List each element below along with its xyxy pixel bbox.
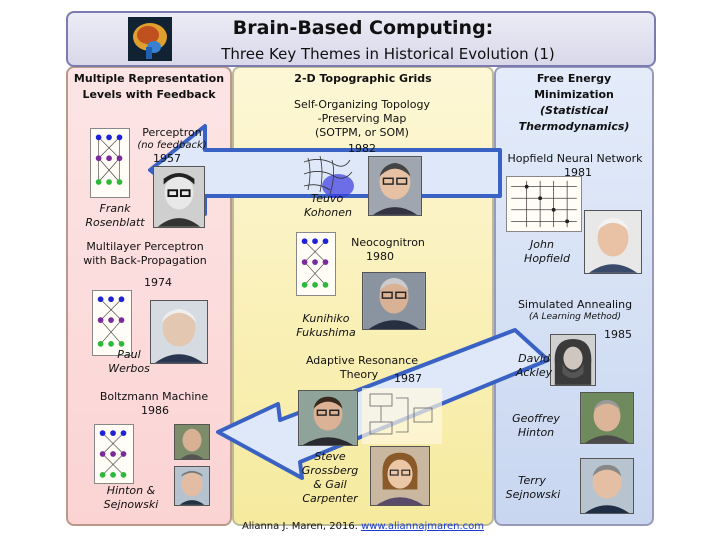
hinton-sejnowski-line2: Sejnowski [103, 498, 159, 511]
kohonen-name-line2: Kohonen [304, 206, 352, 219]
hopfield-net-year: 1981 [564, 166, 592, 179]
rosenblatt-name-line1: Frank [99, 202, 131, 215]
boltzmann-line1: Boltzmann Machine [99, 390, 209, 403]
som-year: 1982 [348, 142, 376, 155]
hinton-small-photo [174, 424, 210, 460]
hopfield-network-icon [506, 176, 582, 232]
hopfield-name-line1: John [530, 238, 554, 251]
ackley-photo [550, 334, 596, 386]
footer-credit: Alianna J. Maren, 2016. www.aliannajmare… [232, 521, 494, 532]
fukushima-photo [362, 272, 426, 330]
hinton-sejnowski-line1: Hinton & [106, 484, 156, 497]
annealing-year: 1985 [604, 328, 632, 341]
fukushima-name-line1: Kunihiko [302, 312, 350, 325]
boltzmann-line2: 1986 [141, 404, 169, 417]
geoffrey-hinton-name-line2: Hinton [517, 426, 555, 439]
hopfield-net-label: Hopfield Neural Network [507, 152, 643, 165]
middle-heading: 2-D Topographic Grids [294, 72, 432, 85]
grossberg-photo [298, 390, 358, 446]
art-line1: Adaptive Resonance [305, 354, 419, 367]
art-line2: Theory [339, 368, 379, 381]
ackley-name-line1: David [518, 352, 550, 365]
neocognitron-network-icon [296, 232, 336, 296]
neocognitron-year: 1980 [366, 250, 394, 263]
som-line2: -Preserving Map [317, 112, 407, 125]
geoffrey-hinton-photo [580, 392, 634, 444]
grossberg-carpenter-line3: & Gail [313, 478, 347, 491]
perceptron-label: Perceptron [142, 126, 202, 139]
werbos-photo [150, 300, 208, 364]
footer-website-link[interactable]: www.aliannajmaren.com [361, 521, 485, 532]
right-heading-line3: (Statistical [540, 104, 608, 117]
right-heading-line4: Thermodynamics) [518, 120, 630, 133]
mlp-line2: with Back-Propagation [83, 254, 207, 267]
left-heading-line1: Multiple Representation [73, 72, 225, 85]
neocognitron-label: Neocognitron [351, 236, 425, 249]
carpenter-photo [370, 446, 430, 506]
mlp-network-icon [92, 290, 132, 356]
hopfield-name-line2: Hopfield [524, 252, 570, 265]
werbos-name-line2: Werbos [108, 362, 150, 375]
art-diagram-icon [362, 388, 442, 444]
left-heading-line2: Levels with Feedback [82, 88, 216, 101]
page-title: Brain-Based Computing: [232, 17, 494, 39]
perceptron-network-icon [90, 128, 130, 198]
perceptron-note: (no feedback) [137, 140, 207, 151]
title-banner: Brain-Based Computing: Three Key Themes … [66, 11, 656, 67]
ackley-name-line2: Ackley [515, 366, 553, 379]
sejnowski-small-photo [174, 466, 210, 506]
kohonen-photo [368, 156, 422, 216]
som-grid-icon [303, 155, 354, 198]
boltzmann-network-icon [94, 424, 134, 484]
kohonen-name-line1: Teuvo [310, 192, 344, 205]
mlp-line1: Multilayer Perceptron [86, 240, 204, 253]
som-line1: Self-Organizing Topology [294, 98, 430, 111]
right-heading-line2: Minimization [534, 88, 614, 101]
hopfield-photo [584, 210, 642, 274]
grossberg-carpenter-line4: Carpenter [302, 492, 358, 505]
geoffrey-hinton-name-line1: Geoffrey [512, 412, 560, 425]
footer-credit-text: Alianna J. Maren, 2016. [241, 521, 358, 532]
terry-sejnowski-name-line2: Sejnowski [505, 488, 561, 501]
art-year: 1987 [394, 372, 422, 385]
terry-sejnowski-name-line1: Terry [518, 474, 546, 487]
annealing-note: (A Learning Method) [528, 312, 622, 322]
perceptron-year: 1957 [153, 152, 181, 165]
brain-scan-icon [128, 17, 172, 61]
mlp-year: 1974 [144, 276, 172, 289]
fukushima-name-line2: Fukushima [296, 326, 356, 339]
page-subtitle: Three Key Themes in Historical Evolution… [221, 45, 555, 63]
annealing-label: Simulated Annealing [517, 298, 633, 311]
som-line3: (SOTPM, or SOM) [315, 126, 409, 139]
rosenblatt-name-line2: Rosenblatt [85, 216, 145, 229]
right-panel [494, 66, 654, 526]
rosenblatt-photo [153, 166, 205, 228]
grossberg-carpenter-line1: Steve [314, 450, 346, 463]
right-heading-line1: Free Energy [536, 72, 612, 85]
grossberg-carpenter-line2: Grossberg [301, 464, 359, 477]
terry-sejnowski-photo [580, 458, 634, 514]
werbos-name-line1: Paul [117, 348, 141, 361]
